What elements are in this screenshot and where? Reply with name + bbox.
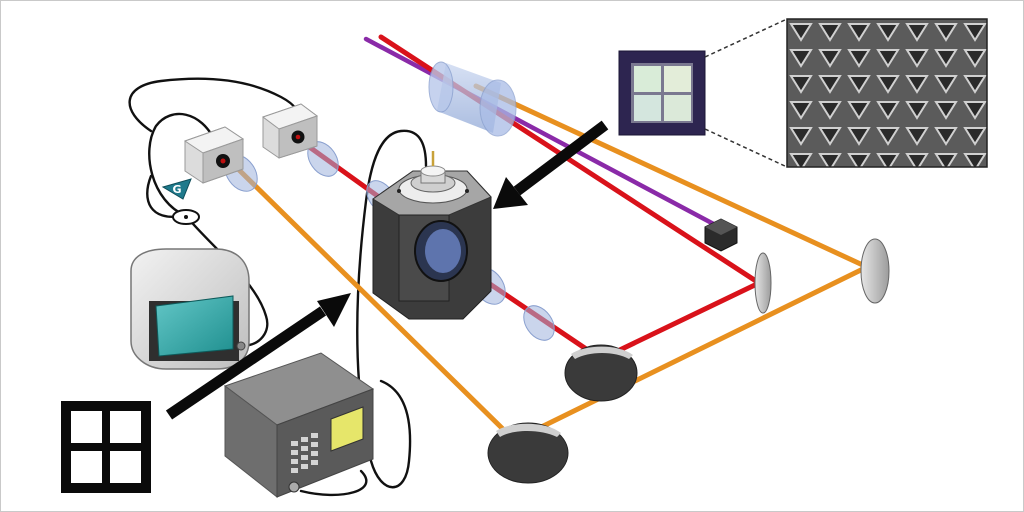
lens-5 xyxy=(523,305,555,341)
generator-keypad xyxy=(291,433,318,473)
sample-chip xyxy=(618,50,706,136)
sem-inset xyxy=(786,18,988,168)
laser-source-1 xyxy=(183,126,245,184)
cable-connector: G xyxy=(161,178,200,225)
cable-generator-right xyxy=(299,469,368,497)
orange-beam-2 xyxy=(518,264,870,440)
zoom-lines xyxy=(704,18,788,168)
laser-source-2 xyxy=(261,103,319,159)
cable-connector-to-monitor xyxy=(185,215,269,348)
mirror-4 xyxy=(860,238,890,304)
connector-label: G xyxy=(172,183,181,196)
display-monitor xyxy=(130,248,250,370)
mirror-2 xyxy=(564,344,638,402)
arrow-pattern-to-chamber xyxy=(165,293,351,420)
arrow-chip-to-chamber xyxy=(493,120,609,209)
beam-dump xyxy=(704,218,738,252)
orange-beam-3 xyxy=(473,83,870,270)
cables xyxy=(128,77,428,497)
mirror-1 xyxy=(487,422,569,484)
orange-beam-1 xyxy=(232,163,514,440)
cable-chamber-to-generator xyxy=(356,129,428,489)
signal-generator xyxy=(223,352,375,499)
metasurface-pattern-icon xyxy=(61,401,151,493)
cable-top-loop xyxy=(128,77,300,133)
mirror-3 xyxy=(754,252,772,314)
sample-chamber xyxy=(372,151,492,320)
beam-expander xyxy=(428,61,517,137)
red-beam-mirror xyxy=(598,280,762,362)
cable-laser1-to-loop xyxy=(148,112,217,218)
purple-beam xyxy=(363,36,726,232)
